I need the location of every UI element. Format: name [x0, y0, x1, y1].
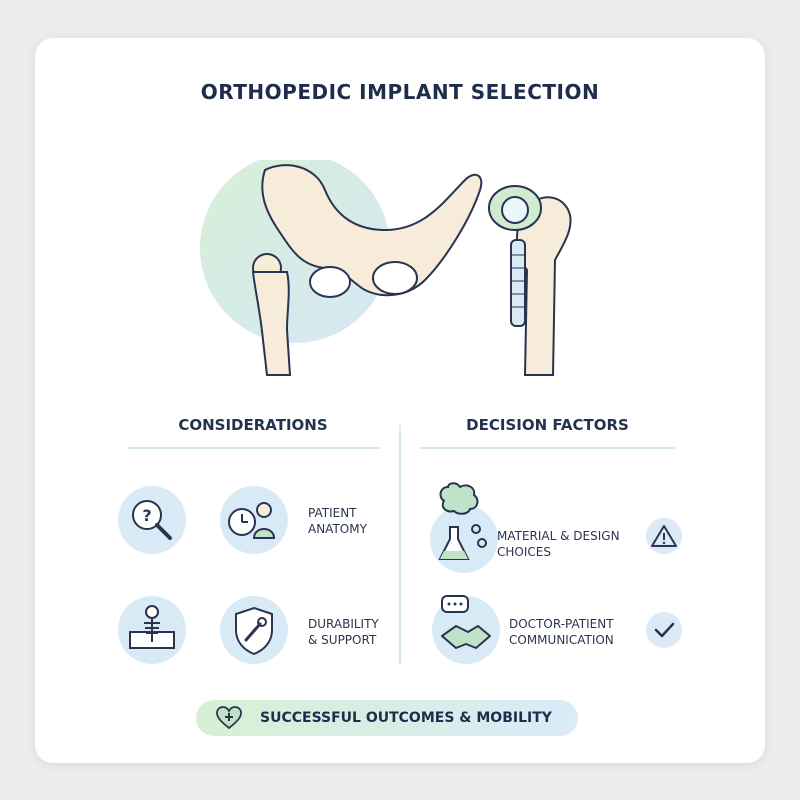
- outcome-banner: SUCCESSFUL OUTCOMES & MOBILITY: [196, 700, 578, 736]
- doctor-patient-label-line-2: COMMUNICATION: [509, 633, 614, 647]
- patient-anatomy-label: PATIENT ANATOMY: [308, 505, 367, 537]
- page-title: ORTHOPEDIC IMPLANT SELECTION: [200, 80, 600, 104]
- durability-support-label-line-1: DURABILITY: [308, 617, 379, 631]
- hip-implant-illustration: [200, 160, 572, 376]
- material-design-label: MATERIAL & DESIGN CHOICES: [497, 528, 620, 560]
- material-design-label-line-2: CHOICES: [497, 545, 551, 559]
- obturator-left: [309, 266, 351, 298]
- warning-triangle-icon: [646, 518, 682, 554]
- checkmark-icon: [646, 612, 682, 648]
- pelvis-bone: [261, 164, 483, 297]
- considerations-heading: CONSIDERATIONS: [178, 416, 328, 434]
- skeleton-xray-icon: [118, 596, 186, 664]
- doctor-patient-label-line-1: DOCTOR-PATIENT: [509, 617, 614, 631]
- svg-text:?: ?: [142, 506, 151, 525]
- implant-stem: [510, 239, 526, 327]
- magnifier-question-icon: ?: [118, 486, 186, 554]
- considerations-underline: [128, 447, 380, 449]
- outcome-label: SUCCESSFUL OUTCOMES & MOBILITY: [260, 710, 552, 726]
- patient-anatomy-label-line-2: ANATOMY: [308, 522, 367, 536]
- durability-support-label-line-2: & SUPPORT: [308, 633, 377, 647]
- shield-wrench-icon: [220, 596, 288, 664]
- decision-factors-heading: DECISION FACTORS: [466, 416, 629, 434]
- decision-factors-underline: [420, 447, 675, 449]
- heart-plus-icon: [216, 706, 242, 730]
- material-design-label-line-1: MATERIAL & DESIGN: [497, 529, 620, 543]
- left-femur: [251, 271, 292, 376]
- section-divider: [399, 425, 401, 665]
- durability-support-label: DURABILITY & SUPPORT: [308, 616, 379, 648]
- doctor-patient-label: DOCTOR-PATIENT COMMUNICATION: [509, 616, 614, 648]
- patient-anatomy-label-line-1: PATIENT: [308, 506, 357, 520]
- brain-flask-icon: [430, 482, 498, 573]
- clock-patient-icon: [220, 486, 288, 554]
- handshake-chat-icon: [432, 595, 500, 664]
- femoral-head-implant: [501, 196, 529, 224]
- obturator-right: [372, 261, 418, 295]
